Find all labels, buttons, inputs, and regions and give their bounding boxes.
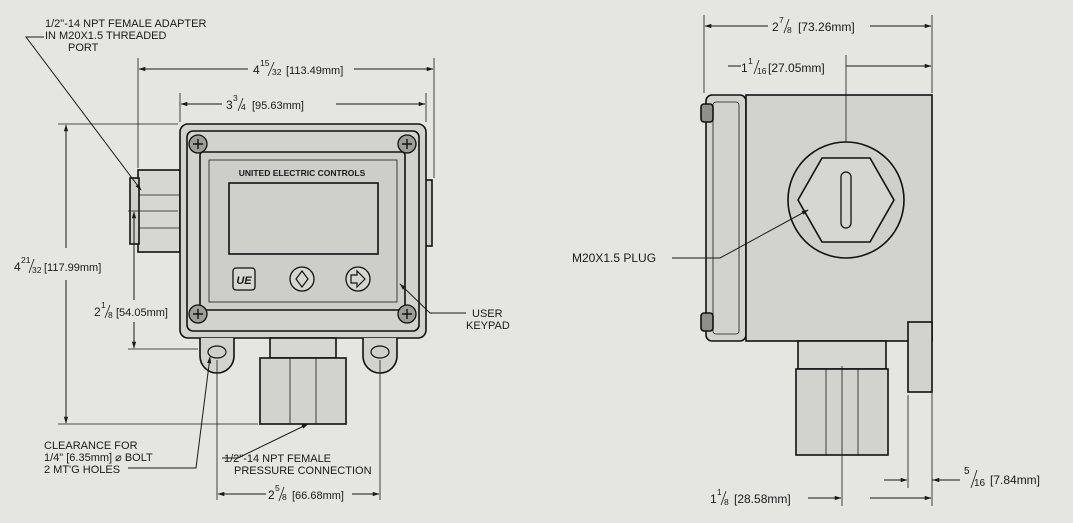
svg-text:8: 8: [787, 25, 792, 35]
svg-text:8: 8: [282, 492, 287, 502]
svg-text:32: 32: [32, 265, 42, 275]
ue-logo-icon: UE: [232, 267, 256, 291]
dim-flange: 5 16 [7.84mm]: [964, 466, 1040, 489]
dim-overall-width: 4 15 32 [113.49mm]: [253, 58, 343, 77]
svg-text:[95.63mm]: [95.63mm]: [252, 100, 304, 112]
screw-icon: [188, 304, 208, 324]
svg-text:8: 8: [724, 497, 729, 507]
pressure-fitting: [259, 337, 347, 425]
side-cover: [700, 94, 747, 342]
svg-text:4: 4: [253, 63, 260, 77]
dim-body-width: 3 3 4 [95.63mm]: [226, 93, 304, 112]
svg-text:1/2"-14 NPT FEMALE ADAPTER: 1/2"-14 NPT FEMALE ADAPTER: [45, 18, 206, 30]
svg-text:8: 8: [108, 310, 113, 320]
svg-text:4: 4: [14, 260, 21, 274]
mounting-tab-left: [199, 338, 235, 374]
svg-text:1/4" [6.35mm] ⌀ BOLT: 1/4" [6.35mm] ⌀ BOLT: [44, 452, 153, 464]
svg-text:[27.05mm]: [27.05mm]: [768, 61, 825, 75]
svg-text:[54.05mm]: [54.05mm]: [116, 307, 168, 319]
svg-text:15: 15: [260, 58, 270, 68]
svg-text:2 MT'G HOLES: 2 MT'G HOLES: [44, 464, 120, 476]
svg-text:1: 1: [717, 487, 722, 497]
svg-text:[7.84mm]: [7.84mm]: [990, 473, 1040, 487]
svg-text:2: 2: [772, 20, 779, 34]
svg-text:USER: USER: [472, 308, 503, 320]
svg-text:2: 2: [94, 305, 101, 319]
note-plug: M20X1.5 PLUG: [572, 251, 656, 265]
svg-text:UE: UE: [236, 275, 252, 287]
svg-text:5: 5: [275, 483, 280, 493]
svg-text:1: 1: [741, 61, 748, 75]
screw-icon: [188, 134, 208, 154]
svg-text:[66.68mm]: [66.68mm]: [292, 490, 344, 502]
dim-hole-spacing: 2 5 8 [66.68mm]: [268, 483, 344, 502]
screw-icon: [397, 304, 417, 324]
mounting-tab-right: [362, 338, 398, 374]
svg-text:2: 2: [268, 488, 275, 502]
front-view: UNITED ELECTRIC CONTROLS UE: [14, 18, 510, 502]
up-down-arrow-button[interactable]: [289, 266, 315, 292]
lcd-display: [228, 182, 379, 255]
brand-label: UNITED ELECTRIC CONTROLS: [239, 168, 366, 178]
side-view: 2 7 8 [73.26mm] 1 1 16 [27.05mm] M20X1.5…: [572, 15, 1040, 507]
screw-icon: [397, 134, 417, 154]
svg-text:1: 1: [710, 492, 717, 506]
right-arrow-button[interactable]: [345, 266, 371, 292]
svg-text:16: 16: [757, 66, 767, 76]
note-keypad: USER KEYPAD: [466, 308, 510, 332]
svg-text:[73.26mm]: [73.26mm]: [798, 20, 855, 34]
dim-plug-offset: 1 1 16 [27.05mm]: [741, 56, 825, 76]
svg-text:21: 21: [21, 255, 31, 265]
svg-text:4: 4: [241, 102, 246, 112]
note-pressure: 1/2"-14 NPT FEMALE PRESSURE CONNECTION: [224, 453, 372, 477]
note-adapter: 1/2"-14 NPT FEMALE ADAPTER IN M20X1.5 TH…: [45, 18, 206, 54]
dim-fitting-offset: 1 1 8 [28.58mm]: [710, 487, 791, 507]
dim-overall-depth: 2 7 8 [73.26mm]: [772, 15, 855, 35]
svg-text:16: 16: [974, 478, 986, 489]
dim-port-height: 2 1 8 [54.05mm]: [94, 300, 168, 320]
svg-text:5: 5: [964, 466, 970, 477]
svg-text:7: 7: [779, 15, 784, 25]
dim-overall-height: 4 21 32 [117.99mm]: [14, 255, 101, 275]
side-lug: [907, 321, 933, 393]
svg-text:PRESSURE CONNECTION: PRESSURE CONNECTION: [234, 465, 372, 477]
svg-text:[28.58mm]: [28.58mm]: [734, 492, 791, 506]
svg-text:32: 32: [272, 67, 282, 77]
svg-text:1: 1: [748, 56, 753, 66]
svg-text:[117.99mm]: [117.99mm]: [44, 262, 101, 274]
svg-text:[113.49mm]: [113.49mm]: [286, 65, 343, 77]
svg-text:1/2"-14 NPT FEMALE: 1/2"-14 NPT FEMALE: [224, 453, 331, 465]
svg-text:3: 3: [233, 93, 238, 103]
svg-text:1: 1: [101, 300, 106, 310]
svg-text:KEYPAD: KEYPAD: [466, 320, 510, 332]
svg-text:IN M20X1.5 THREADED: IN M20X1.5 THREADED: [45, 30, 167, 42]
note-clearance: CLEARANCE FOR 1/4" [6.35mm] ⌀ BOLT 2 MT'…: [44, 440, 153, 476]
svg-text:PORT: PORT: [68, 42, 99, 54]
svg-text:CLEARANCE FOR: CLEARANCE FOR: [44, 440, 138, 452]
plug-icon: [787, 141, 905, 259]
svg-text:3: 3: [226, 98, 233, 112]
